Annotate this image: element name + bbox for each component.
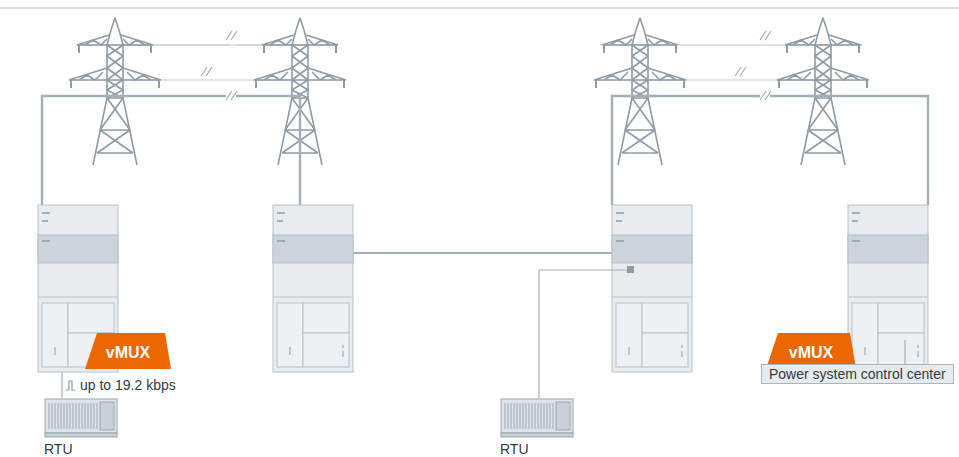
coupling-lines <box>42 96 928 253</box>
rtu-icon <box>500 398 576 438</box>
data-rate-label: up to 19.2 kbps <box>80 377 176 393</box>
device-label: RTU <box>500 441 529 457</box>
pulse-symbol <box>66 381 75 390</box>
break-marks <box>201 31 771 100</box>
vmux-label: vMUX <box>789 344 833 362</box>
rtu-body <box>45 399 117 437</box>
pylons <box>69 18 869 165</box>
control-center-box: Power system control center <box>761 364 954 384</box>
rtu-device: RTU <box>500 398 576 456</box>
vmux-label: vMUX <box>106 344 150 362</box>
conductors <box>76 45 862 80</box>
device-label: RTU <box>44 441 73 457</box>
top-rule <box>0 7 959 8</box>
box-label: Power system control center <box>769 366 946 382</box>
rtu-icon <box>44 398 120 438</box>
vmux-tag: vMUX <box>85 333 171 369</box>
vmux-shape <box>85 333 171 369</box>
rtu-device: RTU <box>44 398 120 456</box>
port-square <box>627 266 634 273</box>
plc-cabinets <box>38 205 928 372</box>
rtu-body <box>501 399 573 437</box>
